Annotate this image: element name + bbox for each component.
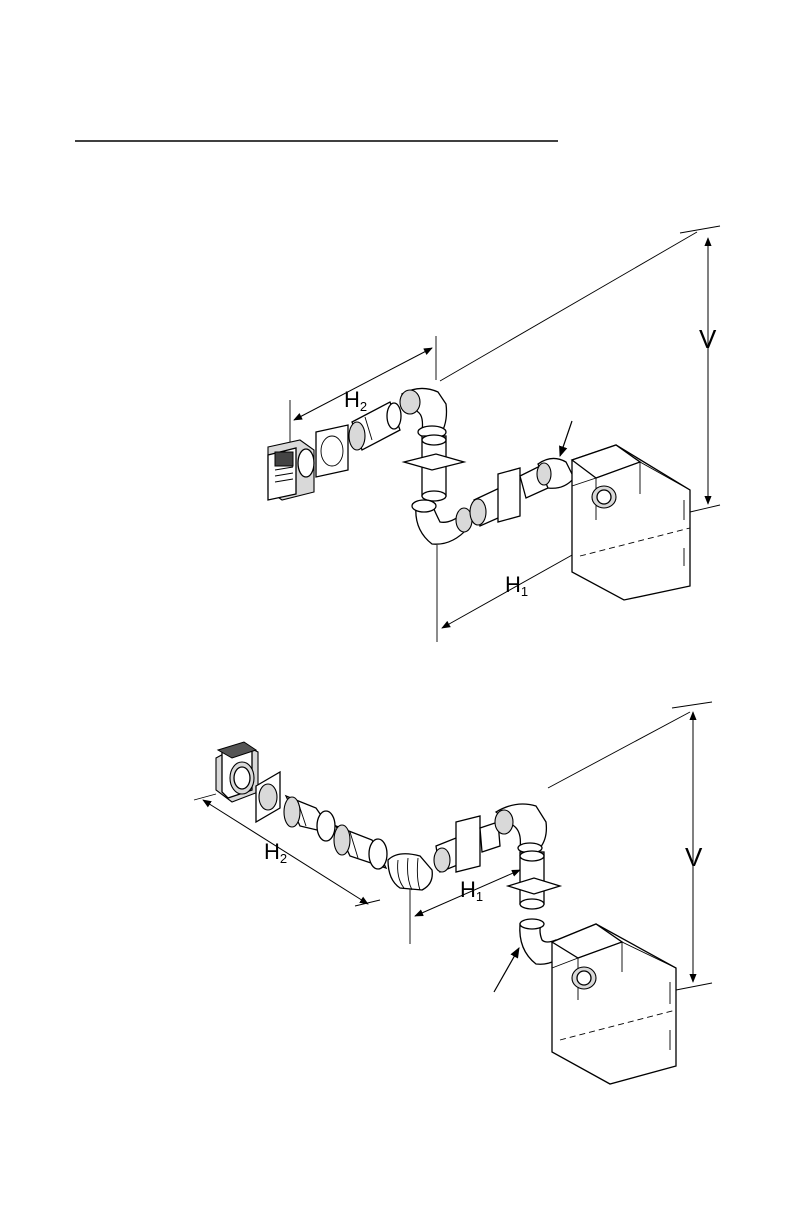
top-v-label: V	[699, 324, 717, 354]
bottom-h2-label: H2	[264, 839, 287, 866]
bottom-vertical-pipe	[508, 851, 560, 909]
top-appliance	[572, 445, 690, 600]
top-diagram: V H2 H1	[268, 226, 720, 642]
bottom-h1-label: H1	[460, 877, 483, 904]
bottom-upper-elbow	[495, 804, 546, 853]
bottom-pipe-section-1	[284, 796, 335, 841]
top-appliance-elbow	[537, 458, 574, 488]
top-upper-elbow	[400, 388, 447, 438]
bottom-appliance	[552, 924, 676, 1084]
bottom-wall-plate	[256, 772, 280, 822]
bottom-pipe-section-h1	[434, 816, 500, 872]
bottom-v-label: V	[685, 842, 703, 872]
bottom-diagram: V H2 H1	[194, 702, 712, 1084]
bottom-horizontal-elbow	[388, 854, 432, 890]
top-pipe-section-h1	[470, 466, 548, 526]
top-vertical-pipe	[404, 435, 464, 501]
bottom-pipe-section-2	[334, 825, 387, 869]
top-wall-plate	[316, 425, 348, 477]
top-h1-label: H1	[505, 572, 528, 599]
top-pointer-arrow	[560, 421, 572, 456]
bottom-pointer-arrow	[494, 948, 519, 992]
top-termination-cap	[268, 440, 314, 500]
top-lower-elbow	[412, 500, 472, 544]
top-h2-label: H2	[344, 387, 367, 414]
bottom-termination-cap	[216, 742, 258, 802]
